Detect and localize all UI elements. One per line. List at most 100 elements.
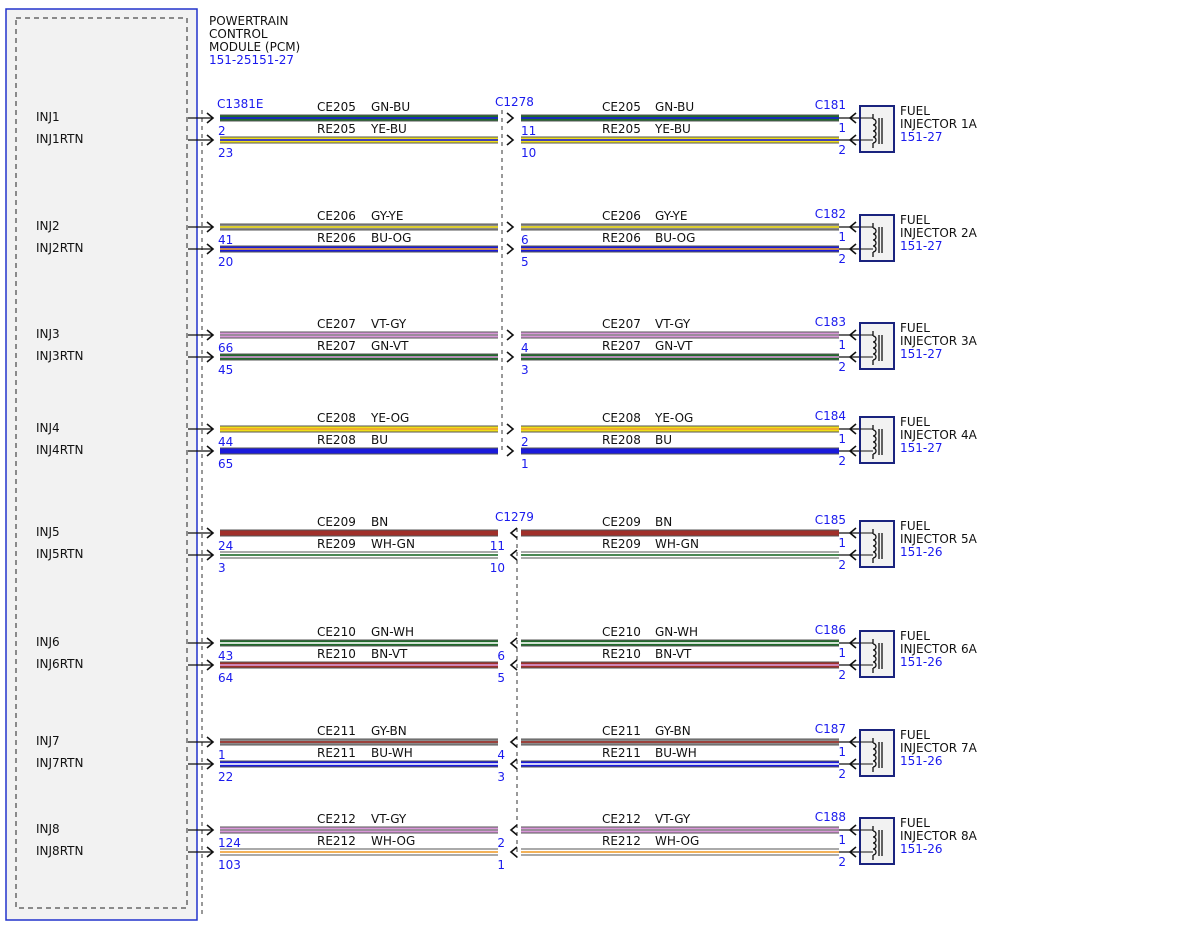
- wire: [220, 114, 498, 122]
- inline-connector-pin-number: 11: [521, 124, 536, 138]
- wire-color-code: GN-WH: [371, 625, 414, 639]
- wire-stripe: [521, 226, 839, 228]
- wire-color-code: YE-OG: [654, 411, 693, 425]
- circuit-id: CE206: [602, 209, 641, 223]
- component-pin-number: 1: [838, 230, 846, 244]
- component-connector-label[interactable]: C185: [815, 513, 846, 527]
- pcm-pin-label: INJ1: [36, 110, 60, 124]
- fuel-injector-symbol[interactable]: [859, 729, 895, 777]
- injector-coil-icon: [872, 429, 877, 455]
- connector-label-c1381e[interactable]: C1381E: [217, 97, 264, 111]
- component-ref-link[interactable]: 151-27: [900, 130, 943, 144]
- inline-connector-pin-number: 10: [521, 146, 536, 160]
- fuel-injector-symbol[interactable]: [859, 817, 895, 865]
- component-connector-label[interactable]: C187: [815, 722, 846, 736]
- wire: [521, 551, 839, 559]
- pin-arrow: [848, 243, 857, 255]
- wire-stripe: [220, 139, 498, 141]
- pin-arrow: [848, 527, 857, 539]
- injector-box: [859, 520, 895, 568]
- wire-color-code: VT-GY: [655, 317, 691, 331]
- pin-arrow: [506, 243, 515, 255]
- component-connector-label[interactable]: C186: [815, 623, 846, 637]
- wire-color-code: GN-BU: [371, 100, 410, 114]
- pin-arrow: [509, 527, 518, 539]
- pin-arrow: [206, 351, 215, 363]
- wire-color-code: GY-BN: [371, 724, 407, 738]
- component-connector-label[interactable]: C181: [815, 98, 846, 112]
- wire-stripe: [220, 356, 498, 358]
- connector-label-c1278[interactable]: C1278: [495, 95, 534, 109]
- fuel-injector-symbol[interactable]: [859, 630, 895, 678]
- component-ref-link[interactable]: 151-27: [900, 239, 943, 253]
- inline-connector-pin-number: 1: [521, 457, 529, 471]
- fuel-injector-symbol[interactable]: [859, 214, 895, 262]
- component-name-line: FUEL: [900, 213, 930, 227]
- injector-box: [859, 322, 895, 370]
- pcm-connector-pin-number: 66: [218, 341, 233, 355]
- wire-stripe: [521, 554, 839, 556]
- pin-arrow: [506, 423, 515, 435]
- pcm-connector-pin-number: 44: [218, 435, 233, 449]
- fuel-injector-symbol[interactable]: [859, 322, 895, 370]
- circuit-id: CE212: [317, 812, 356, 826]
- wire-stripe: [220, 664, 498, 666]
- component-pin-number: 2: [838, 454, 846, 468]
- component-ref-link[interactable]: 151-27: [900, 441, 943, 455]
- wire-color-code: BU: [655, 433, 672, 447]
- circuit-id: RE210: [317, 647, 356, 661]
- wire: [521, 848, 839, 856]
- pin-arrow: [848, 423, 857, 435]
- injector-coil-icon: [872, 742, 877, 768]
- injector-box: [859, 630, 895, 678]
- fuel-injector-symbol[interactable]: [859, 416, 895, 464]
- pin-arrow: [848, 445, 857, 457]
- pcm-pin-label: INJ4RTN: [36, 443, 83, 457]
- connector-label-c1279[interactable]: C1279: [495, 510, 534, 524]
- pcm-connector-pin-number: 124: [218, 836, 241, 850]
- circuit-id: CE209: [317, 515, 356, 529]
- component-pin-number: 2: [838, 767, 846, 781]
- wire: [521, 447, 839, 455]
- wire-color-code: GY-YE: [371, 209, 403, 223]
- component-connector-label[interactable]: C183: [815, 315, 846, 329]
- component-ref-link[interactable]: 151-26: [900, 545, 943, 559]
- fuel-injector-symbol[interactable]: [859, 520, 895, 568]
- injector-coil-icon: [872, 643, 877, 669]
- pin-arrow: [848, 134, 857, 146]
- pin-arrow: [506, 221, 515, 233]
- wire-stripe: [220, 851, 498, 853]
- component-pin-number: 2: [838, 558, 846, 572]
- component-ref-link[interactable]: 151-27: [900, 347, 943, 361]
- component-ref-link[interactable]: 151-26: [900, 655, 943, 669]
- component-ref-link[interactable]: 151-26: [900, 754, 943, 768]
- component-connector-label[interactable]: C182: [815, 207, 846, 221]
- pcm-pin-label: INJ8RTN: [36, 844, 83, 858]
- component-connector-label[interactable]: C184: [815, 409, 846, 423]
- wire-stripe: [521, 117, 839, 119]
- wire-color-code: YE-BU: [654, 122, 691, 136]
- circuit-id: CE211: [602, 724, 641, 738]
- wire-color-code: BN: [371, 515, 388, 529]
- pin-arrow: [206, 423, 215, 435]
- wire-core: [521, 530, 839, 536]
- pin-arrow: [206, 549, 215, 561]
- circuit-id: CE207: [602, 317, 641, 331]
- wire-stripe: [220, 741, 498, 743]
- pcm-pin-label: INJ7RTN: [36, 756, 83, 770]
- pcm-ref-link[interactable]: 151-25151-27: [209, 53, 294, 67]
- injector-coil-icon: [872, 118, 877, 144]
- pcm-module[interactable]: [5, 8, 198, 921]
- inline-connector-pin-number: 5: [521, 255, 529, 269]
- circuit-id: CE205: [317, 100, 356, 114]
- component-pin-number: 1: [838, 745, 846, 759]
- pcm-pin-label: INJ2RTN: [36, 241, 83, 255]
- fuel-injector-symbol[interactable]: [859, 105, 895, 153]
- wire-stripe: [521, 334, 839, 336]
- inline-connector-pin-number: 4: [521, 341, 529, 355]
- pin-arrow: [206, 824, 215, 836]
- component-ref-link[interactable]: 151-26: [900, 842, 943, 856]
- component-connector-label[interactable]: C188: [815, 810, 846, 824]
- pcm-module-inner-boundary: [15, 17, 188, 909]
